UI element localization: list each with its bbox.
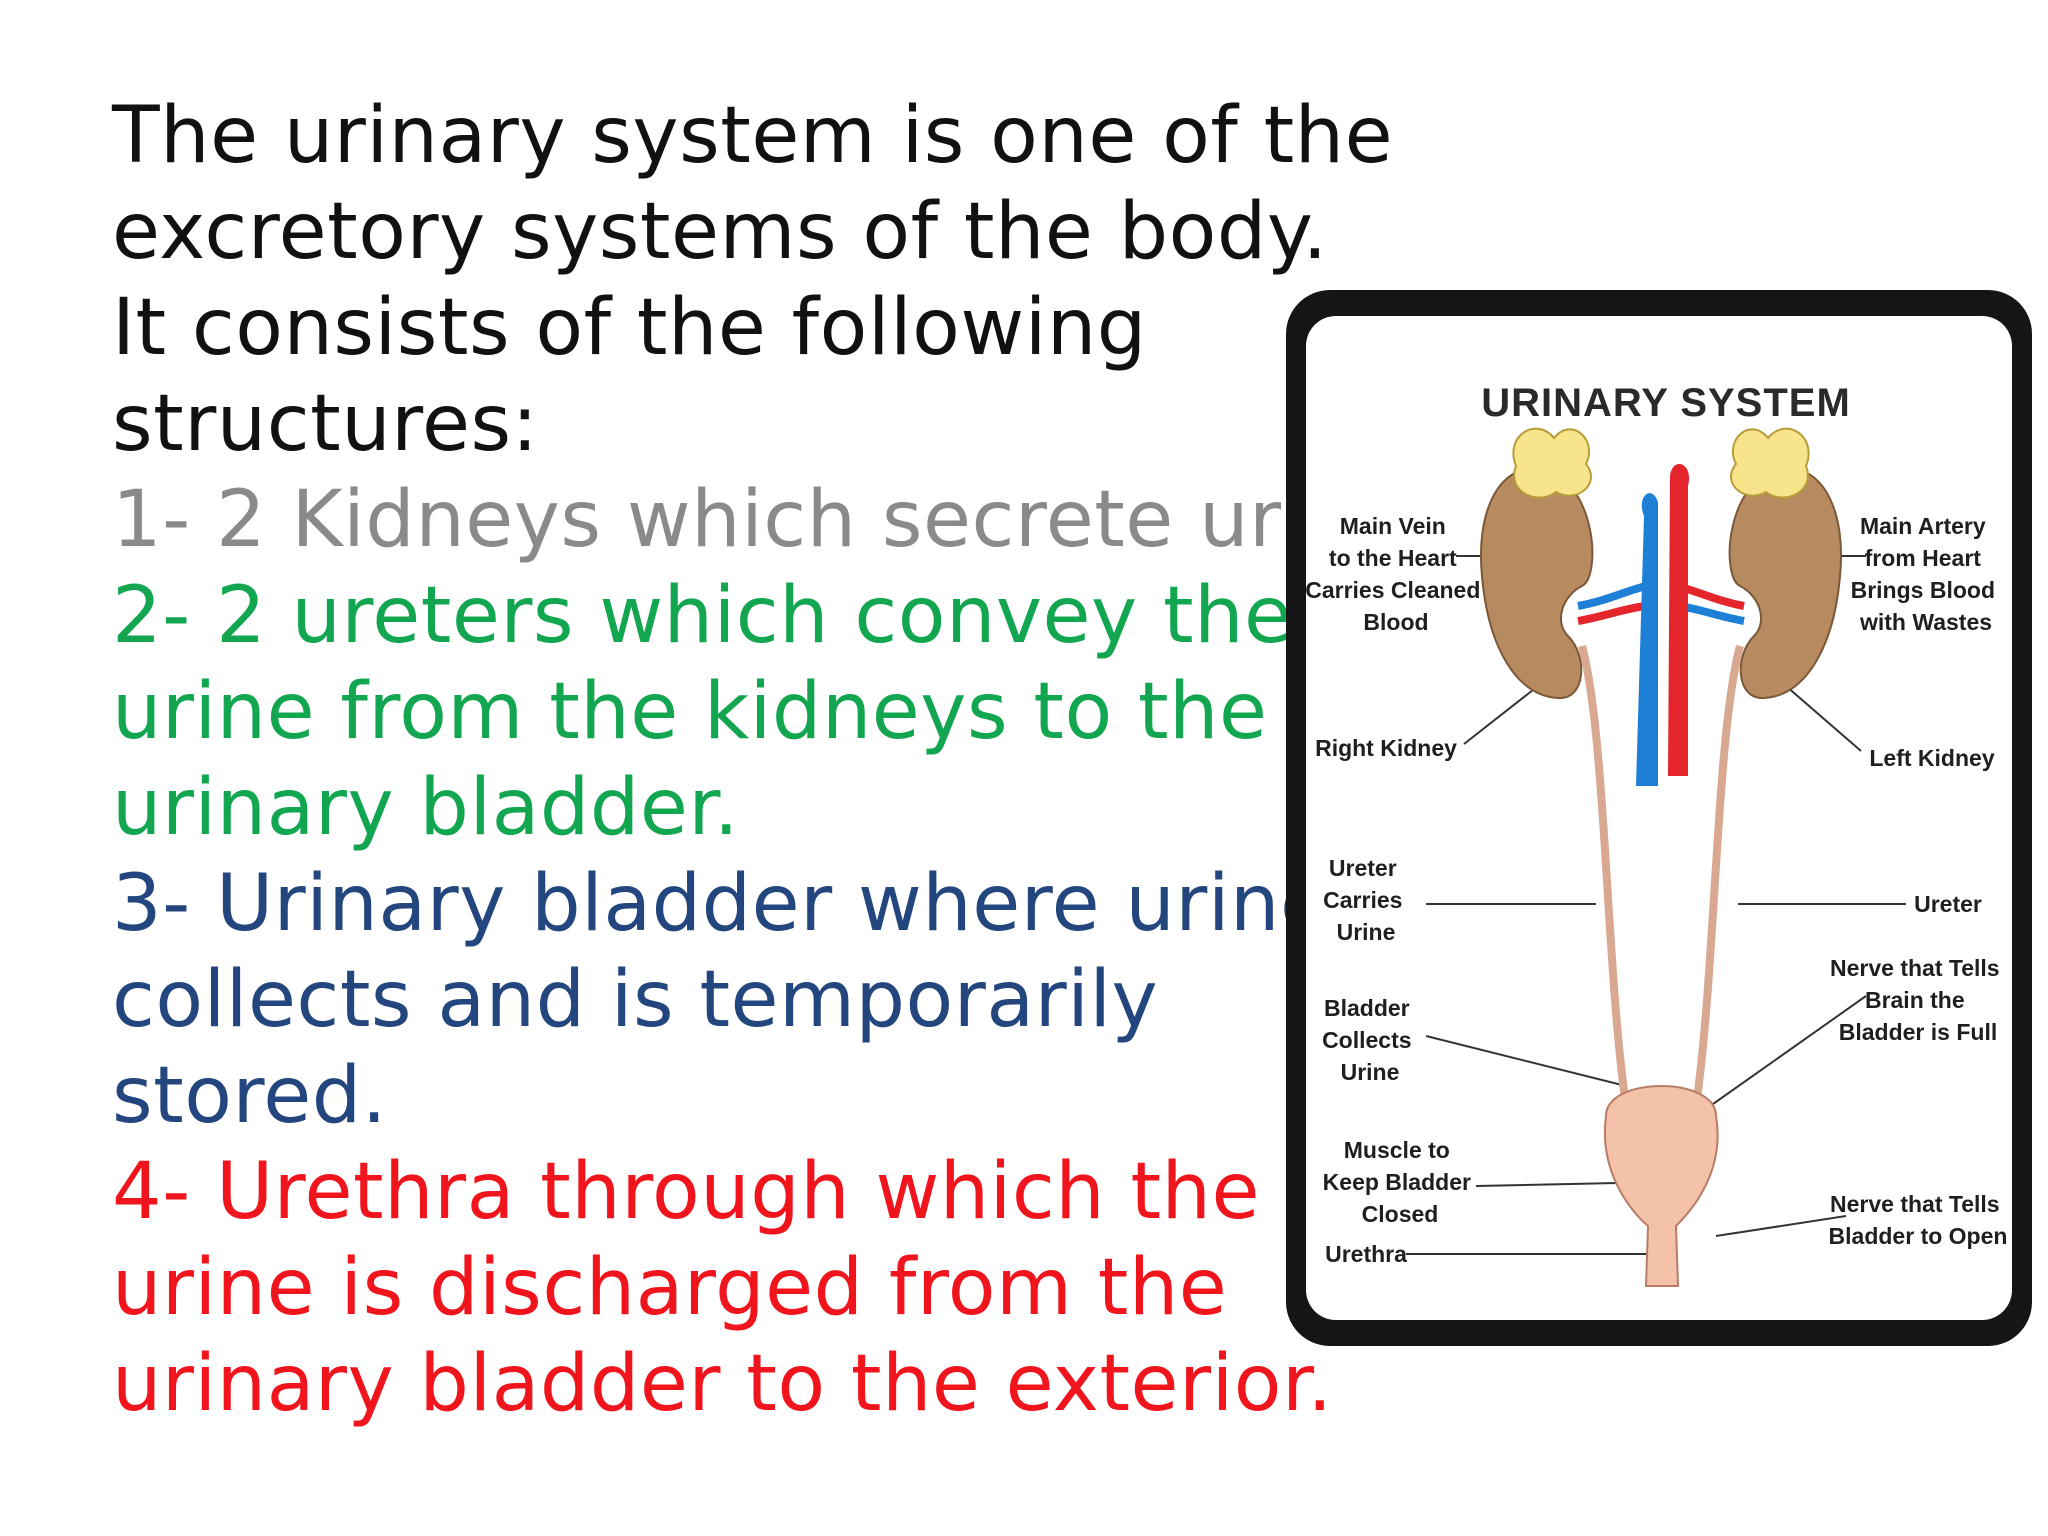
label-nerve-full: Nerve that Tells Brain the Bladder is Fu… <box>1830 955 2006 1045</box>
intro-line: structures: <box>112 379 539 469</box>
leader-lines <box>1406 555 1906 1255</box>
main-artery <box>1668 463 1690 776</box>
label-muscle: Muscle to Keep Bladder Closed <box>1323 1137 1478 1227</box>
label-left-kidney: Left Kidney <box>1869 745 1994 771</box>
label-urethra: Urethra <box>1325 1241 1407 1267</box>
urinary-system-diagram: URINARY SYSTEM <box>1286 290 2032 1346</box>
right-kidney <box>1480 427 1594 700</box>
intro-line: excretory systems of the body. <box>112 187 1328 277</box>
item-ureters: urinary bladder. <box>112 763 740 853</box>
intro-line: The urinary system is one of the <box>112 91 1394 181</box>
item-bladder: stored. <box>112 1051 388 1141</box>
item-ureters: 2- 2 ureters which convey the <box>112 571 1293 661</box>
label-main-vein: Main Vein to the Heart Carries Cleaned B… <box>1306 513 1487 635</box>
item-urethra: urine is discharged from the <box>112 1243 1228 1333</box>
label-main-artery: Main Artery from Heart Brings Blood with… <box>1851 513 2002 635</box>
diagram-title: URINARY SYSTEM <box>1481 381 1851 425</box>
item-urethra: 4- Urethra through which the <box>112 1147 1260 1237</box>
label-nerve-open: Nerve that Tells Bladder to Open <box>1829 1191 2008 1249</box>
left-kidney <box>1728 427 1842 700</box>
item-bladder: 3- Urinary bladder where urine <box>112 859 1329 949</box>
urinary-bladder <box>1603 1085 1719 1287</box>
label-ureter-left: Ureter Carries Urine <box>1323 855 1409 945</box>
diagram-labels: Main Vein to the Heart Carries Cleaned B… <box>1306 513 2007 1267</box>
label-right-kidney: Right Kidney <box>1315 735 1457 761</box>
item-kidneys: 1- 2 Kidneys which secrete urine. <box>112 475 1428 565</box>
intro-line: It consists of the following <box>112 283 1147 373</box>
renal-vessels <box>1577 582 1745 625</box>
item-ureters: urine from the kidneys to the <box>112 667 1268 757</box>
diagram-svg: URINARY SYSTEM <box>1306 381 2007 1287</box>
ureters <box>1578 644 1744 1107</box>
slide-body-text: The urinary system is one of the excreto… <box>112 88 1428 1432</box>
main-vein <box>1636 493 1658 786</box>
diagram-frame: URINARY SYSTEM <box>1306 316 2012 1320</box>
item-bladder: collects and is temporarily <box>112 955 1159 1045</box>
label-bladder: Bladder Collects Urine <box>1322 995 1418 1085</box>
item-urethra: urinary bladder to the exterior. <box>112 1339 1333 1429</box>
label-ureter-right: Ureter <box>1914 891 1982 917</box>
